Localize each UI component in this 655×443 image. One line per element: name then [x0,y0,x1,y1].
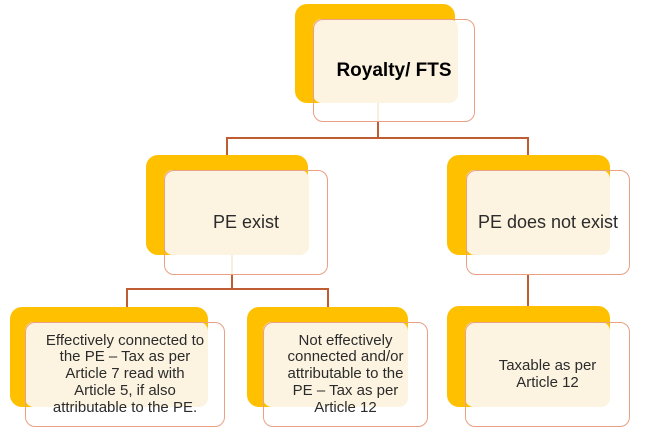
connector-to-pe-not-exist [527,137,529,156]
not-effectively-connected-fill-shape [263,322,408,407]
not-effectively-connected-label: Not effectively connected and/or attribu… [287,331,404,416]
pe-exist-outline-shape [164,170,328,275]
connector-pe-exist-stem [231,274,233,290]
connector-to-pe-exist [226,137,228,156]
connector-pe-exist-stem-inner [231,255,233,275]
pe-does-not-exist-label: PE does not exist [477,212,619,233]
connector-root-stem-inner [377,103,379,123]
royalty-fts-outline-shape [313,19,475,122]
connector-to-not-effectively-connected [327,288,329,307]
effectively-connected-outline-shape [25,322,225,427]
taxable-article-12-fill-shape [465,322,610,407]
connector-to-taxable [527,275,529,306]
connector-root-split [226,137,529,139]
taxable-article-12-label: Taxable as per Article 12 [498,356,597,391]
effectively-connected-label: Effectively connected to the PE – Tax as… [45,331,205,416]
pe-exist-fill-shape [164,170,309,255]
effectively-connected-fill-shape [25,322,208,407]
not-effectively-connected-outline-shape [263,322,428,427]
connector-to-effectively-connected [126,288,128,307]
royalty-fts-fill-shape [313,19,458,103]
connector-pe-exist-split [126,288,329,290]
pe-exist-label: PE exist [212,212,280,233]
taxable-article-12-outline-shape [465,322,630,427]
pe-does-not-exist-fill-shape [466,170,610,255]
connector-root-stem [377,121,379,139]
pe-does-not-exist-outline-shape [466,170,630,275]
royalty-fts-label: Royalty/ FTS [336,59,452,81]
